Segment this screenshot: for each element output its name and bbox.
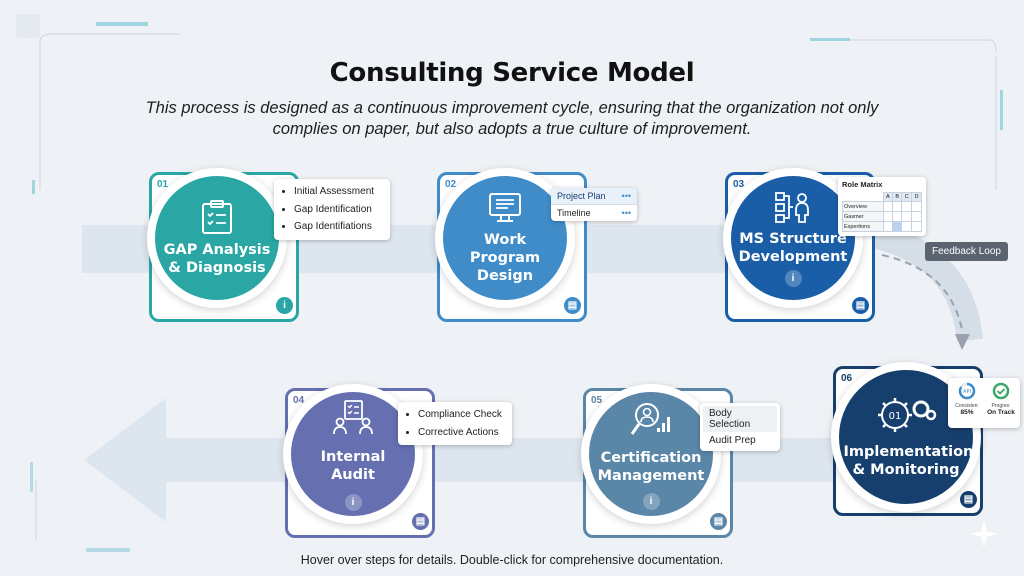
info-icon[interactable]: i [642,492,660,510]
step-number: 05 [591,395,603,406]
step-label: Work Program Design [469,232,541,284]
kpi-title: Consisten: [955,403,979,409]
popup-item: Gap Identification [294,201,382,219]
matrix-col-header: A [882,192,894,202]
kpi-progress: Progres: On Track [984,382,1018,424]
matrix-cell [882,221,894,232]
step-label: Implementation & Monitoring [843,444,974,478]
step-05-popup: Body Selection Audit Prep [700,403,780,451]
matrix-cell [901,201,913,212]
step-number: 04 [293,395,305,406]
step-02-popup: Project Plan ••• Timeline ••• [551,188,637,221]
step-number: 02 [445,179,457,190]
search-person-icon [630,402,670,435]
step-label: MS Structure Development [738,230,848,265]
popup-item: Compliance Check [418,406,504,424]
popup-item: Corrective Actions [418,424,504,442]
check-ring-icon [992,382,1010,400]
document-icon[interactable]: ▤ [852,297,869,314]
svg-text:01: 01 [889,411,902,422]
step-05-circle[interactable]: Certification Management i [581,384,721,524]
matrix-cell [882,211,894,222]
more-icon[interactable]: ••• [621,191,631,201]
popup-item: Gap Identifiations [294,218,382,236]
info-icon[interactable]: i [344,493,362,511]
matrix-col-header: C [901,192,913,202]
step-label: Internal Audit [320,448,386,483]
popup-item: Timeline [557,208,591,218]
matrix-cell [892,211,903,222]
matrix-row-header: Expertions [842,221,884,232]
kpi-title: Progres: [991,403,1011,409]
audit-checklist-icon [333,399,373,434]
step-number: 06 [841,373,853,384]
step-number: 01 [157,179,169,190]
matrix-row-header: Gasmer [842,211,884,222]
matrix-row-header: Overview [842,201,884,212]
gears-icon: 01 [878,398,937,432]
progress-ring-icon: API [958,382,976,400]
kpi-ring-text: API [963,389,971,395]
more-icon[interactable]: ••• [621,208,631,218]
monitor-document-icon [489,193,521,222]
footer-hint: Hover over steps for details. Double-cli… [300,553,724,567]
step-04-popup: Compliance CheckCorrective Actions [398,402,512,445]
matrix-cell [901,211,913,222]
step-01-popup: Initial AssessmentGap IdentificationGap … [274,179,390,240]
matrix-col-header: D [911,192,922,202]
matrix-cell [911,211,922,222]
document-icon[interactable]: ▤ [412,513,429,530]
step-label: GAP Analysis & Diagnosis [163,242,271,276]
step-06-kpi-popup: API Consisten: 85% Progres: On Track [948,378,1020,428]
step-01-circle[interactable]: GAP Analysis & Diagnosis [147,168,287,308]
matrix-cell [892,221,903,232]
org-structure-icon [775,191,809,223]
matrix-col-header: B [892,192,903,202]
document-icon[interactable]: ▤ [960,491,977,508]
page-subtitle: This process is designed as a continuous… [145,99,879,138]
kpi-consistency: API Consisten: 85% [950,382,984,424]
popup-item: Initial Assessment [294,183,382,201]
document-icon[interactable]: ▤ [564,297,581,314]
page-title: Consulting Service Model [329,58,695,88]
popup-item: Body Selection [703,406,777,432]
kpi-value: 85% [960,409,974,416]
popup-item: Project Plan [557,191,606,201]
popup-item: Audit Prep [709,435,756,446]
matrix-cell [911,201,922,212]
kpi-value: On Track [987,409,1015,416]
matrix-cell [901,221,913,232]
step-03-circle[interactable]: MS Structure Development i [723,168,863,308]
popup-title: Role Matrix [842,180,883,189]
feedback-loop-label: Feedback Loop [925,242,1008,261]
matrix-cell [892,201,903,212]
clipboard-checklist-icon [202,200,232,234]
matrix-cell [882,201,894,212]
info-icon[interactable]: i [784,269,802,287]
step-label: Certification Management [597,449,705,484]
info-icon[interactable]: i [276,297,293,314]
matrix-cell [911,221,922,232]
step-number: 03 [733,179,745,190]
document-icon[interactable]: ▤ [710,513,727,530]
